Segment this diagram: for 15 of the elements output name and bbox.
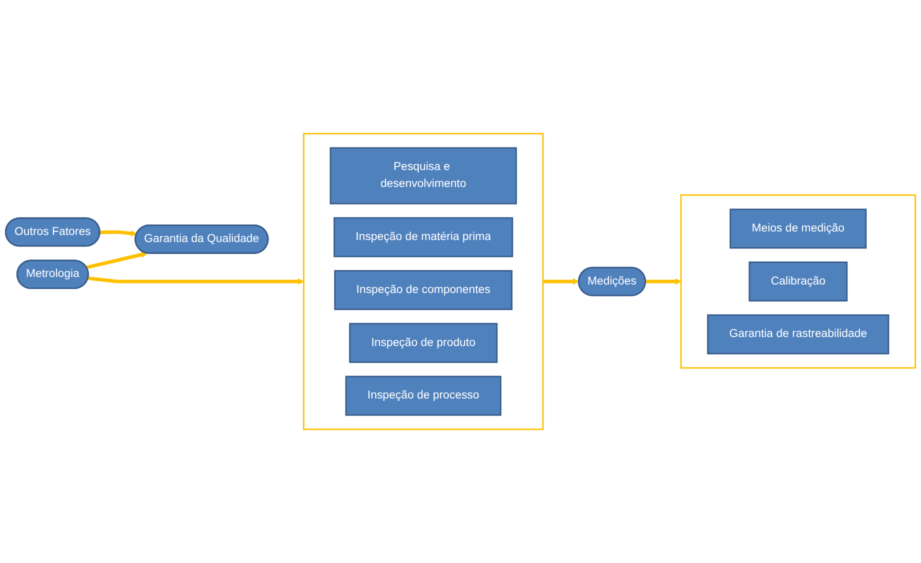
node-box: Garantia de rastreabilidade	[707, 314, 890, 354]
cluster	[680, 194, 916, 369]
node-box: Calibração	[748, 262, 848, 302]
arrow	[100, 230, 138, 237]
node-box: Inspeção de componentes	[334, 270, 512, 310]
arrow	[645, 278, 682, 285]
node-box: Inspeção de processo	[345, 376, 502, 416]
arrow	[88, 276, 304, 285]
node-box: Meios de medição	[730, 208, 867, 249]
arrow	[86, 252, 148, 270]
arrow	[542, 278, 579, 285]
cluster	[302, 132, 544, 430]
node-box: Pesquisa e desenvolvimento	[330, 147, 517, 204]
node-box: Inspeção de produto	[349, 322, 498, 363]
node-box: Inspeção de matéria prima	[334, 217, 514, 258]
